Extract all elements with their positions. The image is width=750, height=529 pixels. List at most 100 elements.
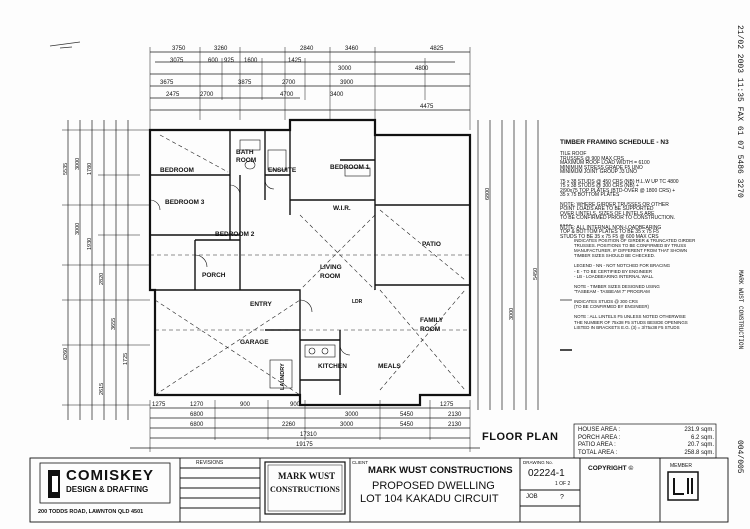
legend-line: "TASBEAM - TASBEAM 7" PROGRAM: [574, 288, 650, 294]
dim-label: 600: [208, 58, 219, 64]
schedule-line: 75 x 38 STUDS @ 300 CRS (NB) +: [560, 183, 639, 190]
schedule-line: 35 x 75 BOTTOM PLATES: [560, 192, 620, 199]
legend-line: - LB - LOADBEARING INTERNAL WALL: [574, 273, 654, 279]
legend-line: LEGEND - NN - NOT NOTCHED FOR BRACING: [574, 263, 671, 269]
project-line1: PROPOSED DWELLING: [372, 480, 495, 492]
schedule-line: 2/90x75 TOP PLATES (BTD-OVER @ 1800 CRS)…: [560, 187, 676, 194]
schedule-title: TIMBER FRAMING SCHEDULE - N3: [560, 139, 669, 146]
dim-label: 1725: [123, 352, 129, 365]
dim-label: 4475: [420, 104, 434, 110]
dim-label: 925: [224, 58, 235, 64]
room-label-bath: BATH: [236, 149, 254, 156]
area-label: HOUSE AREA :: [578, 427, 621, 433]
dim-label: 3260: [214, 46, 228, 52]
legend-line: (TO BE CONFIRMED BY ENGINEER): [574, 304, 649, 310]
area-row: TOTAL AREA :258.8 sqm.: [578, 450, 714, 458]
dim-label: 1930: [87, 237, 93, 250]
room-label-ensuite: ENSUITE: [268, 167, 297, 174]
dim-label: 3900: [340, 80, 354, 86]
room-label-family-room: ROOM: [420, 326, 441, 333]
area-value: 258.8 sqm.: [684, 449, 714, 456]
dim-label: 2260: [282, 422, 296, 428]
company-name: COMISKEY: [66, 467, 155, 484]
client-name: MARK WUST CONSTRUCTIONS: [368, 465, 513, 476]
room-label-garage: GARAGE: [240, 339, 269, 346]
legend-line: - E - TO BE CERTIFIED BY ENGINEER: [574, 268, 652, 274]
dim-label: 3075: [170, 58, 184, 64]
sheet-number: 1 OF 2: [555, 481, 571, 487]
room-label-living: LIVING: [320, 264, 342, 271]
dim-label: 19175: [296, 442, 313, 448]
dim-label: 5535: [63, 162, 69, 175]
dim-label: 1425: [288, 58, 302, 64]
dim-label: 6800: [190, 422, 204, 428]
dim-label: 3750: [172, 46, 186, 52]
dim-label: 3675: [160, 80, 174, 86]
area-row: PATIO AREA : 20.7 sqm.: [578, 442, 714, 450]
dim-label: 3000: [75, 222, 81, 235]
dim-label: 3000: [340, 422, 354, 428]
room-label-kitchen: KITCHEN: [318, 363, 347, 370]
dim-label: 1275: [440, 402, 454, 408]
legend-line: NOTE : ALL LINTELS F5 UNLESS NOTED OTHER…: [574, 314, 686, 320]
room-label-bedroom-3: BEDROOM 3: [165, 199, 205, 206]
company-address: 200 TODDS ROAD, LAWNTON QLD 4501: [38, 509, 144, 515]
legend-line: THE NUMBER OF 75x38 F5 STUDS BESIDE OPEN…: [574, 319, 688, 325]
room-label-bedroom-2: BEDROOM 2: [215, 231, 255, 238]
area-value: 20.7 sqm.: [687, 442, 714, 448]
legend-line: INDICATES POSITION OF GIRDER & TRUNCATED…: [574, 238, 696, 243]
room-label-bath-room: ROOM: [236, 157, 257, 164]
plan-title: FLOOR PLAN: [482, 431, 559, 443]
area-value: 231.9 sqm.: [684, 427, 714, 433]
dim-label: 5450: [533, 267, 539, 280]
room-label-porch: PORCH: [202, 272, 226, 279]
area-row: HOUSE AREA : 231.9 sqm.: [578, 427, 714, 435]
dim-label: 4800: [415, 66, 429, 72]
room-label-bedroom-1: BEDROOM 1: [330, 164, 370, 171]
schedule-line: MINIMUM JOINT GROUP J3 UNO: [560, 169, 638, 176]
dim-label: 2615: [99, 382, 105, 395]
dim-label: 6800: [485, 187, 491, 200]
dim-label: 2130: [448, 412, 462, 418]
dim-label: 5450: [400, 412, 414, 418]
job-label: JOB: [526, 494, 538, 500]
dim-label: 1270: [190, 402, 204, 408]
dim-label: 2820: [99, 272, 105, 285]
legend-line: INDICATES STUDS @ 300 CRS: [574, 299, 638, 305]
schedule-line: POINT LOADS ARE TO BE SUPPORTED: [560, 206, 654, 213]
fax-header: 21/02 2003 11:35 FAX 61 07 5486 3270: [735, 25, 744, 198]
schedule-line: OVER LINTELS, SIZES OF LINTELS ARE: [560, 210, 655, 217]
schedule-line: TOP & BOTTOM PLATES TO BE 35 x 75 F5: [560, 229, 659, 236]
dim-label: 17310: [300, 432, 317, 438]
dim-label: 3000: [345, 412, 359, 418]
client-logo-line2: CONSTRUCTIONS: [270, 485, 340, 494]
company-subtitle: DESIGN & DRAFTING: [66, 485, 149, 494]
fax-page-number: 004/005: [735, 440, 744, 474]
schedule-line: NOTE: ALL INTERNAL NON-LOADBEARING: [560, 224, 662, 231]
area-label: PATIO AREA :: [578, 442, 616, 448]
legend-line: LISTED IN BRACKETS E.G. (3) = 3/75x38 F5…: [574, 324, 680, 330]
dim-label: 900: [240, 402, 251, 408]
dim-label: 3000: [338, 66, 352, 72]
area-value: 6.2 sqm.: [690, 434, 714, 441]
dim-label: 2130: [448, 422, 462, 428]
drawing-number: 02224-1: [528, 468, 565, 479]
schedule-line: TRUSSES @ 900 MAX CRS: [560, 155, 624, 162]
legend-line: TIMBER SIZES SHOULD BE CHECKED.: [574, 253, 655, 259]
dim-label: 3000: [75, 157, 81, 170]
dim-label: 2475: [166, 92, 180, 98]
schedule-line: STUDS TO BE 35 x 75 F5 @ 600 MAX CRS: [560, 233, 659, 240]
room-label-bedroom-4: BEDROOM: [160, 167, 194, 174]
room-label-patio: PATIO: [422, 241, 441, 248]
room-label-entry: ENTRY: [250, 301, 272, 308]
dim-label: 6800: [190, 412, 204, 418]
dim-label: 5450: [400, 422, 414, 428]
room-label-meals: MEALS: [378, 363, 401, 370]
room-label-laundry: LAUNDRY: [280, 363, 286, 390]
dim-label: 1780: [87, 162, 93, 175]
revisions-label: REVISIONS: [196, 460, 224, 466]
area-label: PORCH AREA :: [578, 434, 621, 441]
